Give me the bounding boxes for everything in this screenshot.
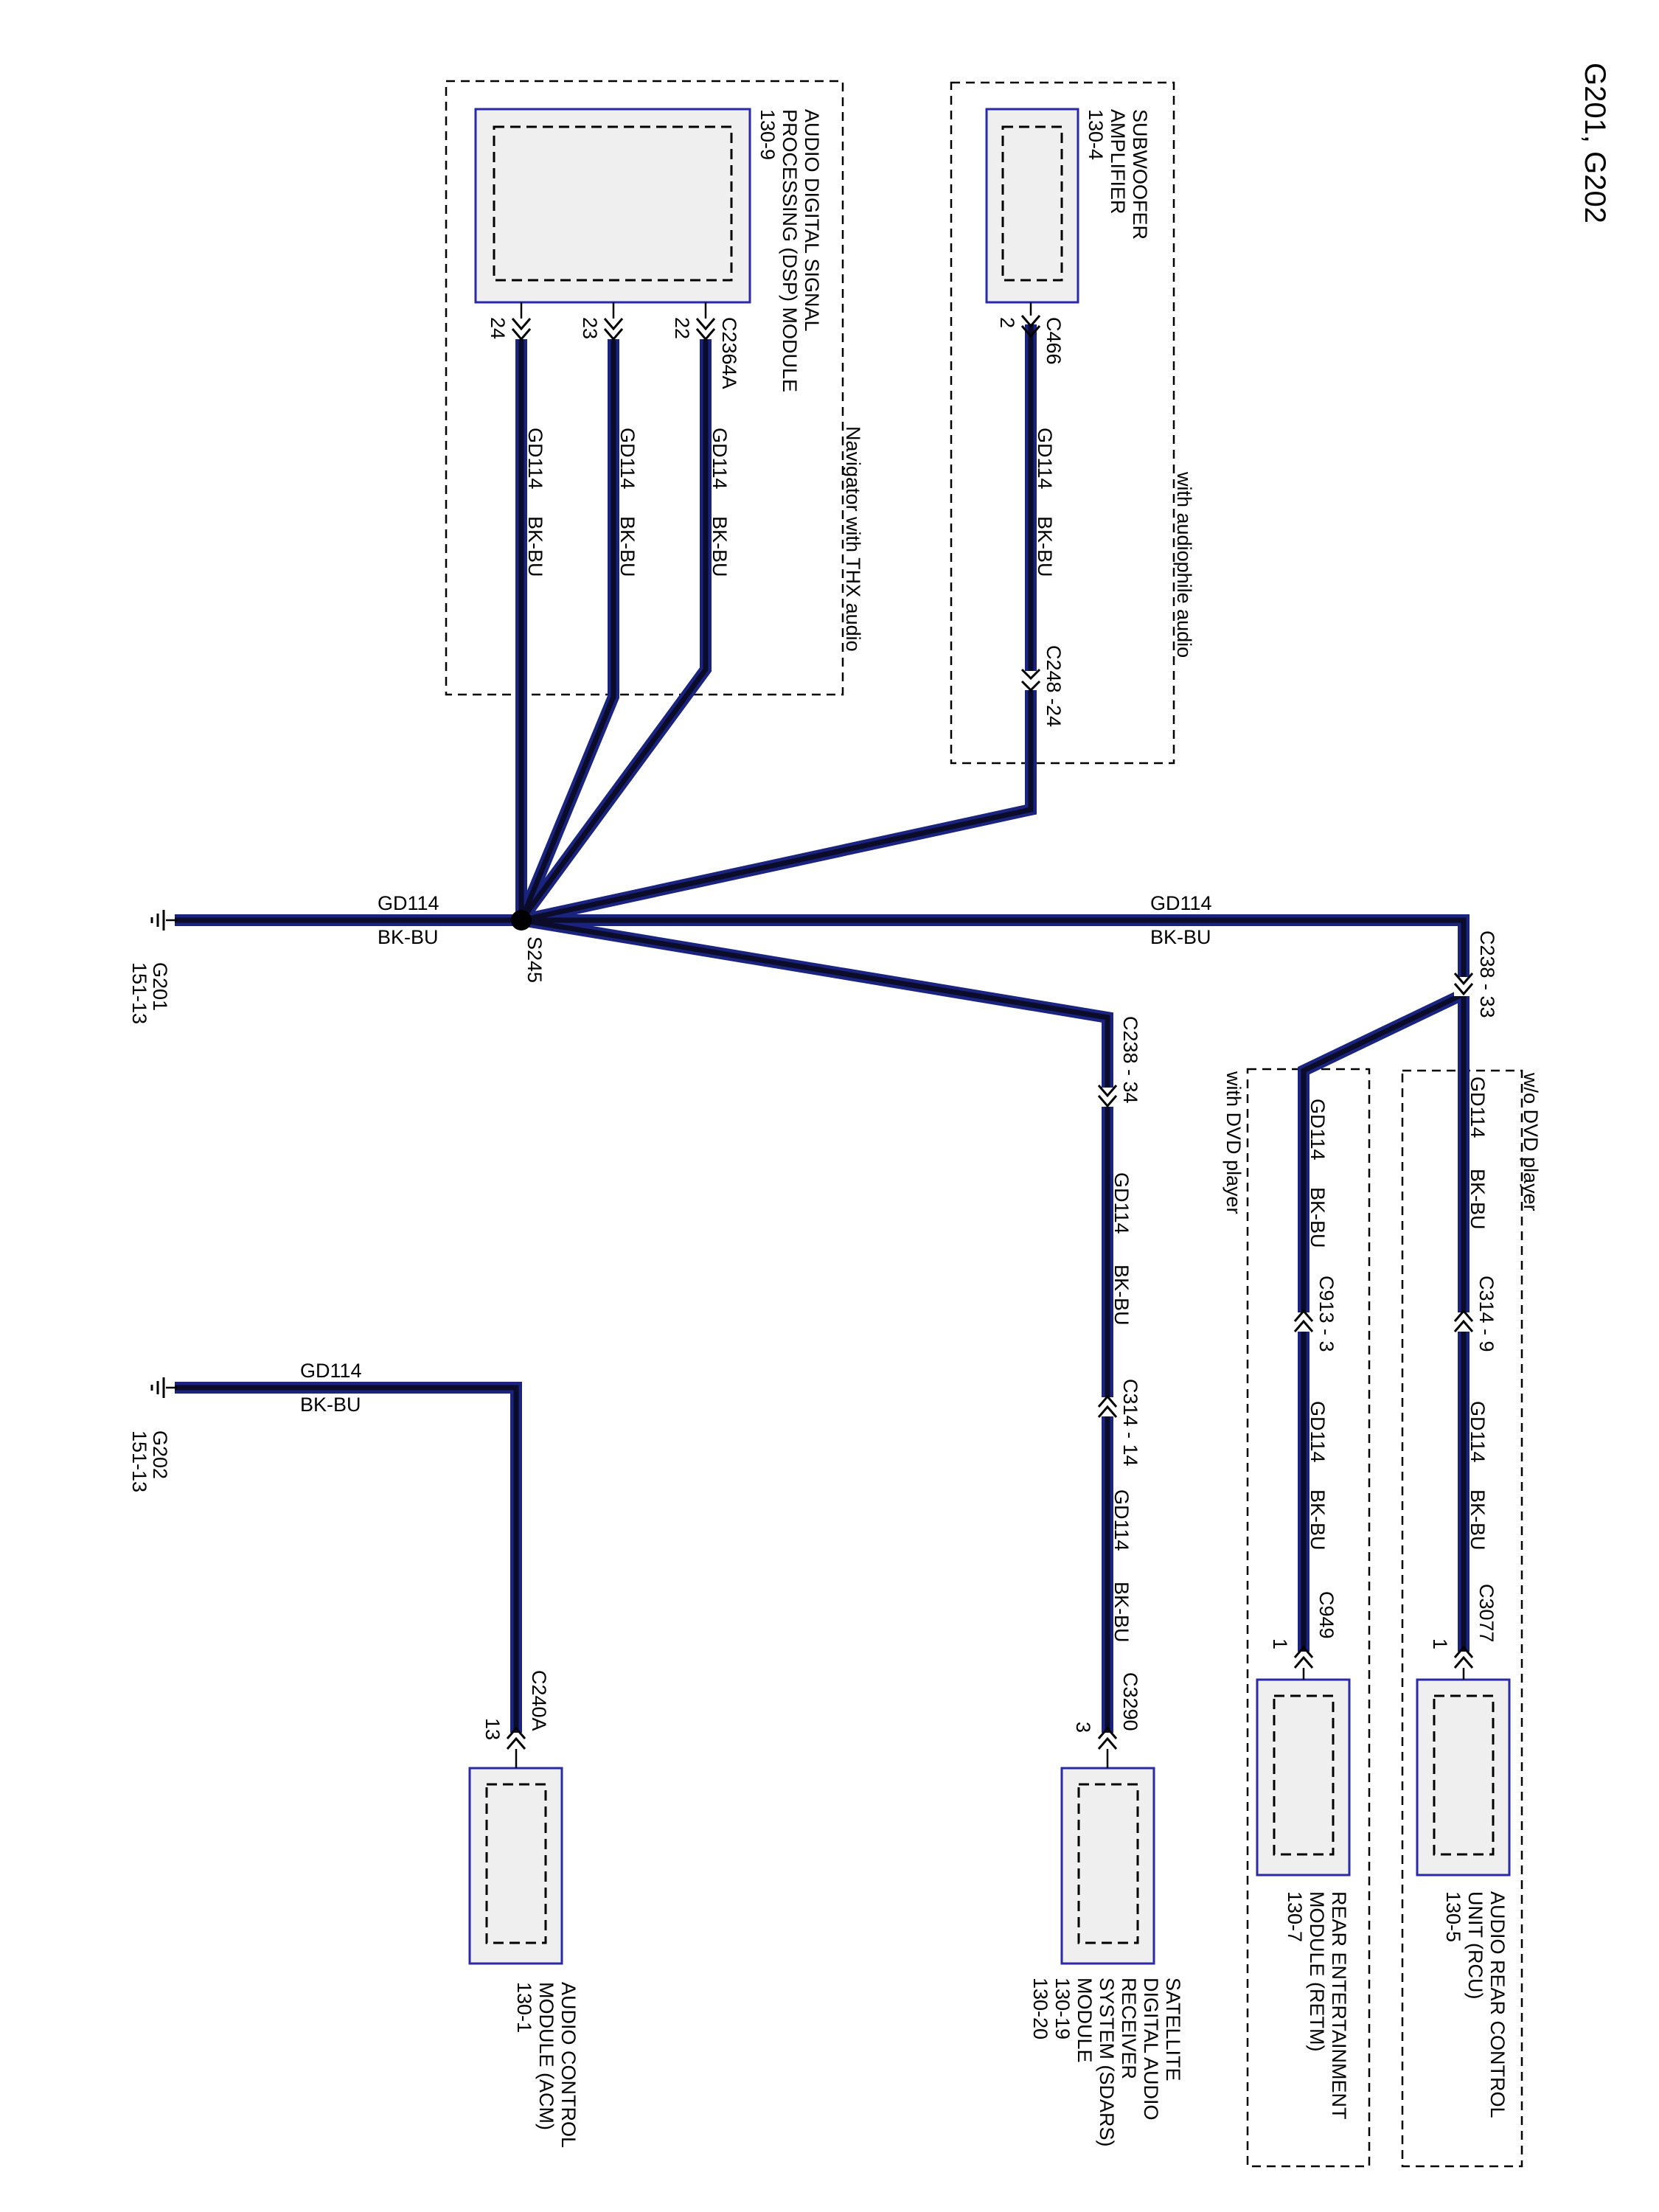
wire-code-sub: GD114 <box>1034 428 1056 490</box>
wire-color-dsp-23: BK-BU <box>616 516 639 577</box>
ground-g202-ref: 151-13 <box>128 1430 150 1492</box>
acm-module-box <box>468 1767 563 1965</box>
c2364a-pin-23: 23 <box>579 317 601 339</box>
dsp-module-label-3: 130-9 <box>757 109 779 160</box>
rcu-label-1: AUDIO REAR CONTROL <box>1486 1891 1509 2118</box>
c466-label: C466 <box>1043 317 1065 365</box>
wire-acm <box>175 1382 522 1733</box>
subwoofer-label-3: 130-4 <box>1085 109 1107 160</box>
c949-label: C949 <box>1315 1591 1338 1639</box>
c466-pin: 2 <box>996 317 1018 328</box>
wire-c238-33 <box>521 914 1470 984</box>
wire-code-rcu-2: GD114 <box>1467 1401 1489 1463</box>
sdars-label-4: SYSTEM (SDARS) <box>1096 1978 1118 2147</box>
c314-14-label: C314 - 14 <box>1119 1379 1141 1467</box>
c240a-label: C240A <box>528 1670 550 1731</box>
c314-9-label: C314 - 9 <box>1475 1276 1498 1352</box>
wire-color-sub: BK-BU <box>1034 516 1056 577</box>
wire-color-dsp-22: BK-BU <box>709 516 731 577</box>
audiophile-option-box <box>950 81 1175 765</box>
c913-3-label: C913 - 3 <box>1315 1276 1338 1352</box>
sdars-label-6: 130-19 <box>1051 1978 1074 2039</box>
c3077-pin: 1 <box>1429 1638 1451 1649</box>
retm-label-3: 130-7 <box>1284 1891 1306 1942</box>
c2364a-pin-22: 22 <box>671 317 693 339</box>
c248-label: C248 -24 <box>1043 645 1065 727</box>
ground-g201-name: G201 <box>149 962 171 1011</box>
acm-label-2: MODULE (ACM) <box>535 1982 557 2130</box>
wire-code-dsp-24: GD114 <box>524 428 546 490</box>
ground-g201-symbol <box>150 910 177 931</box>
wire-code-g202: GD114 <box>300 1360 362 1382</box>
acm-label-3: 130-1 <box>513 1982 535 2033</box>
wire-color-retm-1: BK-BU <box>1307 1187 1329 1248</box>
wire-color-dsp-24: BK-BU <box>524 516 546 577</box>
c240a-pin: 13 <box>481 1718 504 1740</box>
acm-label-1: AUDIO CONTROL <box>557 1982 580 2148</box>
sdars-label-1: SATELLITE <box>1162 1978 1184 2081</box>
wire-code-sdars-2: GD114 <box>1110 1489 1133 1551</box>
dvd-option-label: with DVD player <box>1222 1071 1245 1214</box>
c238-33-label: C238 - 33 <box>1476 931 1498 1018</box>
wire-color-c238-33: BK-BU <box>1150 926 1211 948</box>
wire-code-retm-2: GD114 <box>1307 1401 1329 1463</box>
wire-color-sdars-1: BK-BU <box>1110 1265 1133 1326</box>
audiophile-option-label: with audiophile audio <box>1173 471 1195 658</box>
wire-color-rcu-2: BK-BU <box>1467 1489 1489 1551</box>
splice-label: S245 <box>524 936 546 983</box>
sdars-module-box <box>1060 1767 1155 1965</box>
c949-pin: 1 <box>1269 1638 1291 1649</box>
thx-option-label: Navigator with THX audio <box>842 426 864 652</box>
rcu-label-2: UNIT (RCU) <box>1464 1891 1486 1999</box>
thx-option-box <box>445 80 844 696</box>
retm-label-2: MODULE (RETM) <box>1306 1891 1328 2052</box>
splice-s245 <box>511 910 532 931</box>
wire-code-rcu-1: GD114 <box>1467 1077 1489 1138</box>
rcu-label-3: 130-5 <box>1442 1891 1464 1942</box>
subwoofer-module-box <box>985 108 1079 304</box>
wire-code-dsp-23: GD114 <box>616 428 639 490</box>
wire-code-g201: GD114 <box>378 892 439 914</box>
c238-34-label: C238 - 34 <box>1119 1016 1141 1104</box>
connector-chevrons <box>506 315 1474 1750</box>
wires <box>175 324 1470 1733</box>
ground-g202-symbol <box>150 1377 177 1398</box>
dsp-module-box <box>474 108 751 304</box>
rcu-module-box <box>1416 1678 1511 1877</box>
wire-labels: GD114 BK-BU GD114 BK-BU GD114 BK-BU GD11… <box>524 428 1489 1643</box>
ground-g202-name: G202 <box>149 1430 171 1479</box>
wire-code-retm-1: GD114 <box>1307 1099 1329 1161</box>
wire-code-dsp-22: GD114 <box>709 428 731 490</box>
c3290-label: C3290 <box>1119 1672 1141 1731</box>
sdars-label-2: DIGITAL AUDIO <box>1140 1978 1162 2121</box>
subwoofer-label-2: AMPLIFIER <box>1107 109 1129 215</box>
subwoofer-label-1: SUBWOOFER <box>1129 109 1151 240</box>
wire-code-c238-33: GD114 <box>1150 892 1212 914</box>
wire-color-g202: BK-BU <box>300 1394 361 1416</box>
dsp-module-label-2: PROCESSING (DSP) MODULE <box>779 109 801 392</box>
wire-color-sdars-2: BK-BU <box>1110 1582 1133 1643</box>
wire-dsp-23 <box>515 339 619 923</box>
sdars-label-3: RECEIVER <box>1118 1978 1140 2079</box>
page-title: G201, G202 <box>1579 63 1611 223</box>
c2364a-label: C2364A <box>718 317 740 389</box>
c3077-label: C3077 <box>1475 1584 1498 1643</box>
sdars-label-5: MODULE <box>1074 1978 1096 2063</box>
wire-sdars <box>520 914 1113 1733</box>
wire-subwoofer <box>520 324 1037 926</box>
dsp-module-label-1: AUDIO DIGITAL SIGNAL <box>801 109 823 332</box>
retm-label-1: REAR ENTERTAINMENT <box>1328 1891 1350 2120</box>
wire-color-rcu-1: BK-BU <box>1467 1169 1489 1230</box>
no-dvd-option-label: w/o DVD player <box>1520 1072 1542 1211</box>
ground-g201-ref: 151-13 <box>128 962 150 1024</box>
retm-module-box <box>1256 1678 1351 1877</box>
wire-color-g201: BK-BU <box>378 926 439 948</box>
c2364a-pin-24: 24 <box>487 317 509 339</box>
sdars-label-7: 130-20 <box>1029 1978 1051 2039</box>
c3290-pin: 3 <box>1072 1722 1094 1733</box>
wire-code-sdars-1: GD114 <box>1110 1172 1133 1234</box>
wire-color-retm-2: BK-BU <box>1307 1489 1329 1551</box>
